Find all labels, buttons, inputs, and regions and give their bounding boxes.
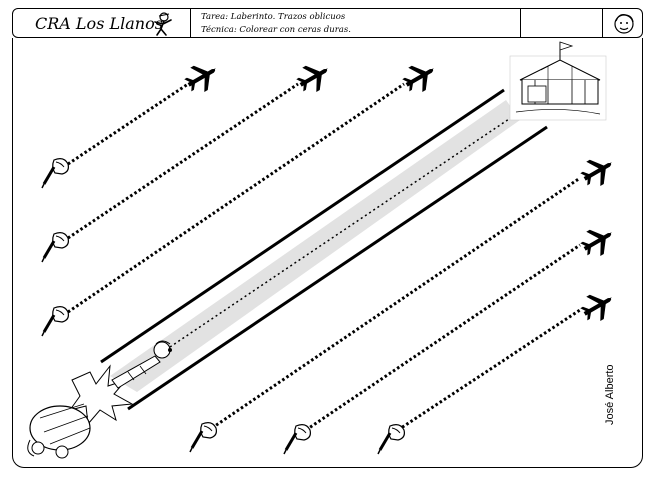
hand-with-pencil-icon (188, 421, 218, 454)
airplane-icon (398, 56, 442, 98)
child-face-icon (614, 14, 634, 34)
clown-cannon-icon (27, 340, 172, 459)
hand-with-pencil-icon (40, 231, 70, 264)
hand-with-pencil-icon (282, 423, 312, 456)
airplane-icon (576, 220, 620, 262)
airplane-icon (180, 56, 224, 98)
airplane-icon (576, 150, 620, 192)
tracing-lines (67, 82, 581, 432)
airplane-icon (576, 285, 620, 327)
airplane-icon (292, 56, 336, 98)
hand-with-pencil-icon (40, 305, 70, 338)
task-line: Tarea: Laberinto. Trazos oblicuos (201, 12, 346, 22)
school-name: CRA Los Llanos (35, 14, 163, 33)
task-cell: Tarea: Laberinto. Trazos oblicuos Técnic… (191, 9, 521, 37)
worksheet-frame (12, 38, 643, 468)
hand-with-pencil-icon (40, 157, 70, 190)
school-cell: CRA Los Llanos (13, 9, 191, 37)
name-cell (521, 9, 603, 37)
hand-with-pencil-icon (376, 423, 406, 456)
child-figure-icon (154, 12, 172, 36)
runway-path (100, 88, 548, 411)
worksheet-header: CRA Los Llanos Tarea: Laberinto. Trazos … (12, 8, 643, 38)
circus-tent-icon (509, 41, 607, 121)
technique-line: Técnica: Colorear con ceras duras. (201, 25, 351, 35)
author-signature: José Alberto (604, 364, 616, 425)
